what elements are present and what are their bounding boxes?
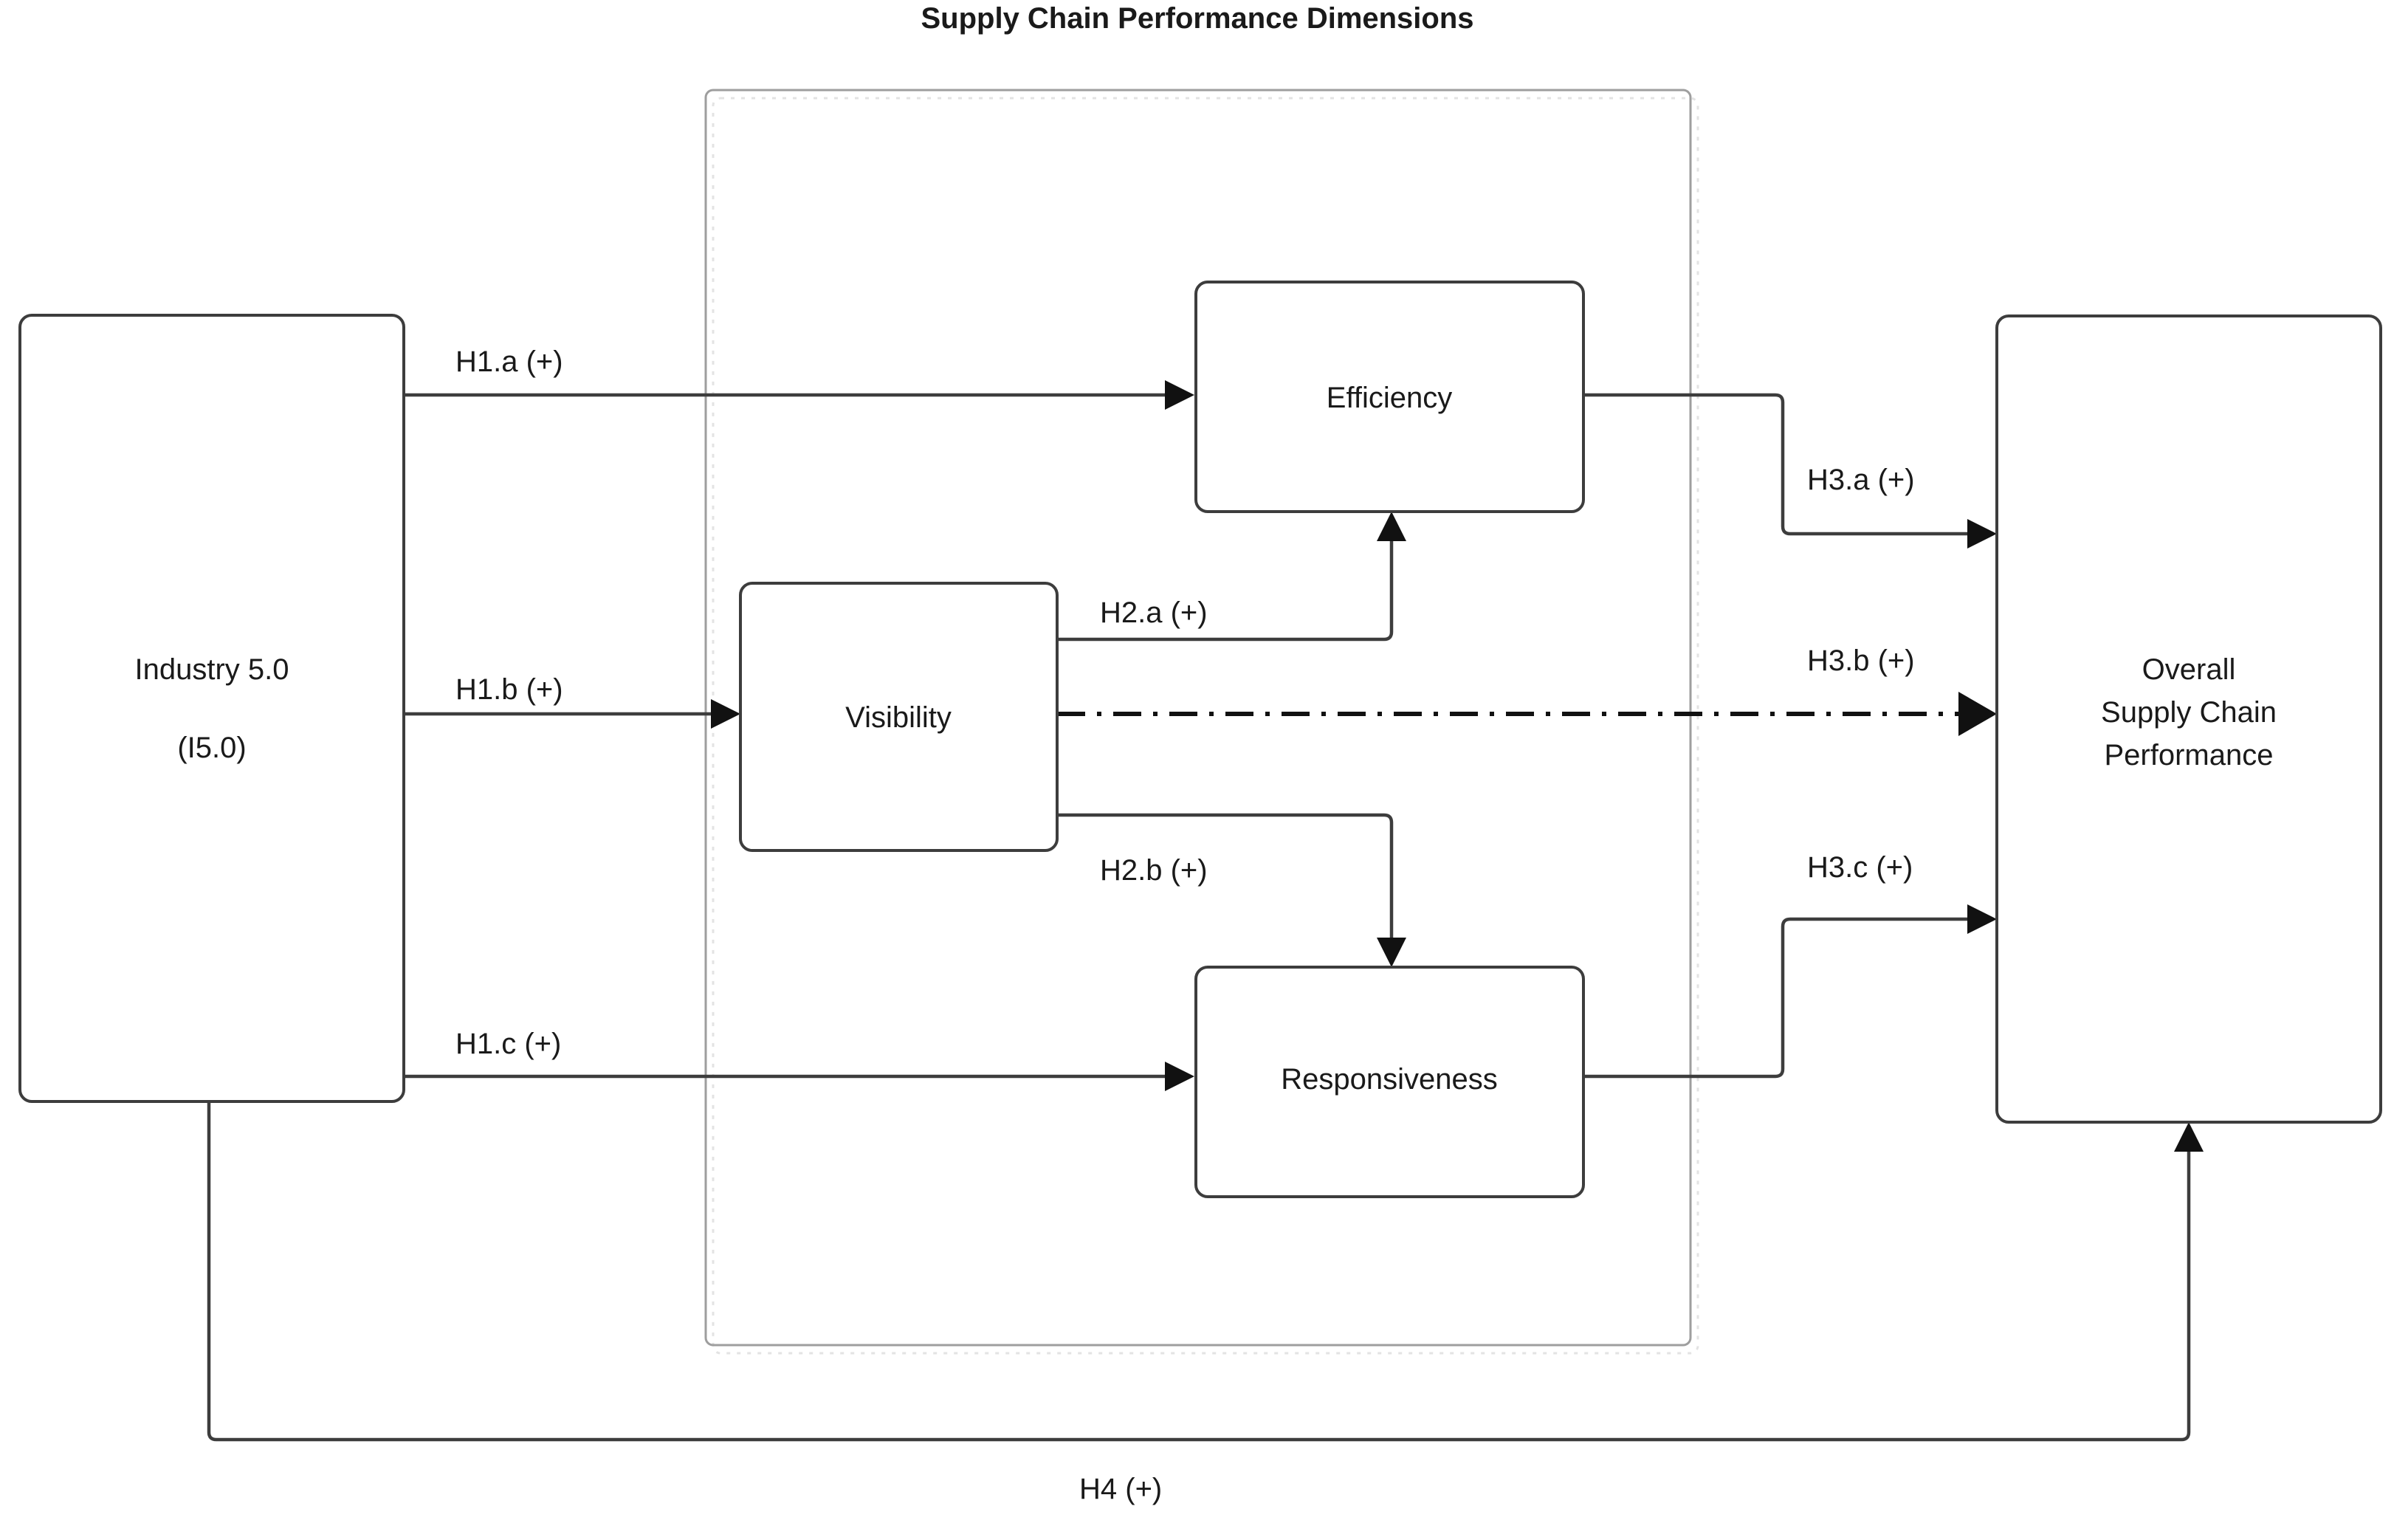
connector-h2b	[1057, 813, 1394, 950]
node-overall-label-line2: Supply Chain	[2101, 696, 2277, 729]
arrowhead-h3a	[1967, 519, 1997, 549]
connector-h4	[207, 1101, 2191, 1442]
node-efficiency[interactable]	[1194, 281, 1585, 513]
label-h2b: H2.b (+)	[1100, 854, 1208, 887]
connector-h2a	[1057, 529, 1394, 642]
label-h1c: H1.c (+)	[455, 1028, 561, 1060]
arrowhead-h1b	[711, 699, 740, 729]
label-h1b: H1.b (+)	[455, 673, 563, 706]
node-visibility-label: Visibility	[845, 701, 952, 734]
node-overall-supply-chain-performance[interactable]	[1995, 314, 2382, 1124]
node-industry-50[interactable]	[18, 314, 405, 1103]
label-h3c: H3.c (+)	[1807, 851, 1913, 884]
arrowhead-h2a	[1377, 512, 1406, 541]
node-responsiveness-label: Responsiveness	[1281, 1063, 1498, 1096]
node-visibility[interactable]	[739, 582, 1059, 852]
label-h1a: H1.a (+)	[455, 346, 563, 378]
node-overall-label-line1: Overall	[2142, 653, 2236, 686]
node-efficiency-label: Efficiency	[1327, 382, 1452, 414]
label-h3b: H3.b (+)	[1807, 644, 1915, 677]
arrowhead-h2b	[1377, 938, 1406, 967]
dimensions-container	[704, 89, 1692, 1347]
connector-h3a	[1583, 393, 1984, 536]
node-industry-50-label-line2: (I5.0)	[177, 732, 246, 764]
label-h4: H4 (+)	[1079, 1473, 1162, 1505]
diagram-title: Supply Chain Performance Dimensions	[921, 2, 1473, 35]
arrowhead-h1c	[1165, 1062, 1194, 1091]
node-overall-label-line3: Performance	[2105, 739, 2274, 771]
label-h3a: H3.a (+)	[1807, 464, 1915, 496]
arrowhead-h3c	[1967, 904, 1997, 934]
label-h2a: H2.a (+)	[1100, 597, 1208, 629]
arrowhead-h1a	[1165, 380, 1194, 410]
node-industry-50-label-line1: Industry 5.0	[134, 653, 289, 686]
arrowhead-h3b	[1958, 692, 1997, 736]
arrowhead-h4	[2174, 1122, 2204, 1152]
node-responsiveness[interactable]	[1194, 966, 1585, 1198]
connector-h3c	[1583, 917, 1984, 1079]
